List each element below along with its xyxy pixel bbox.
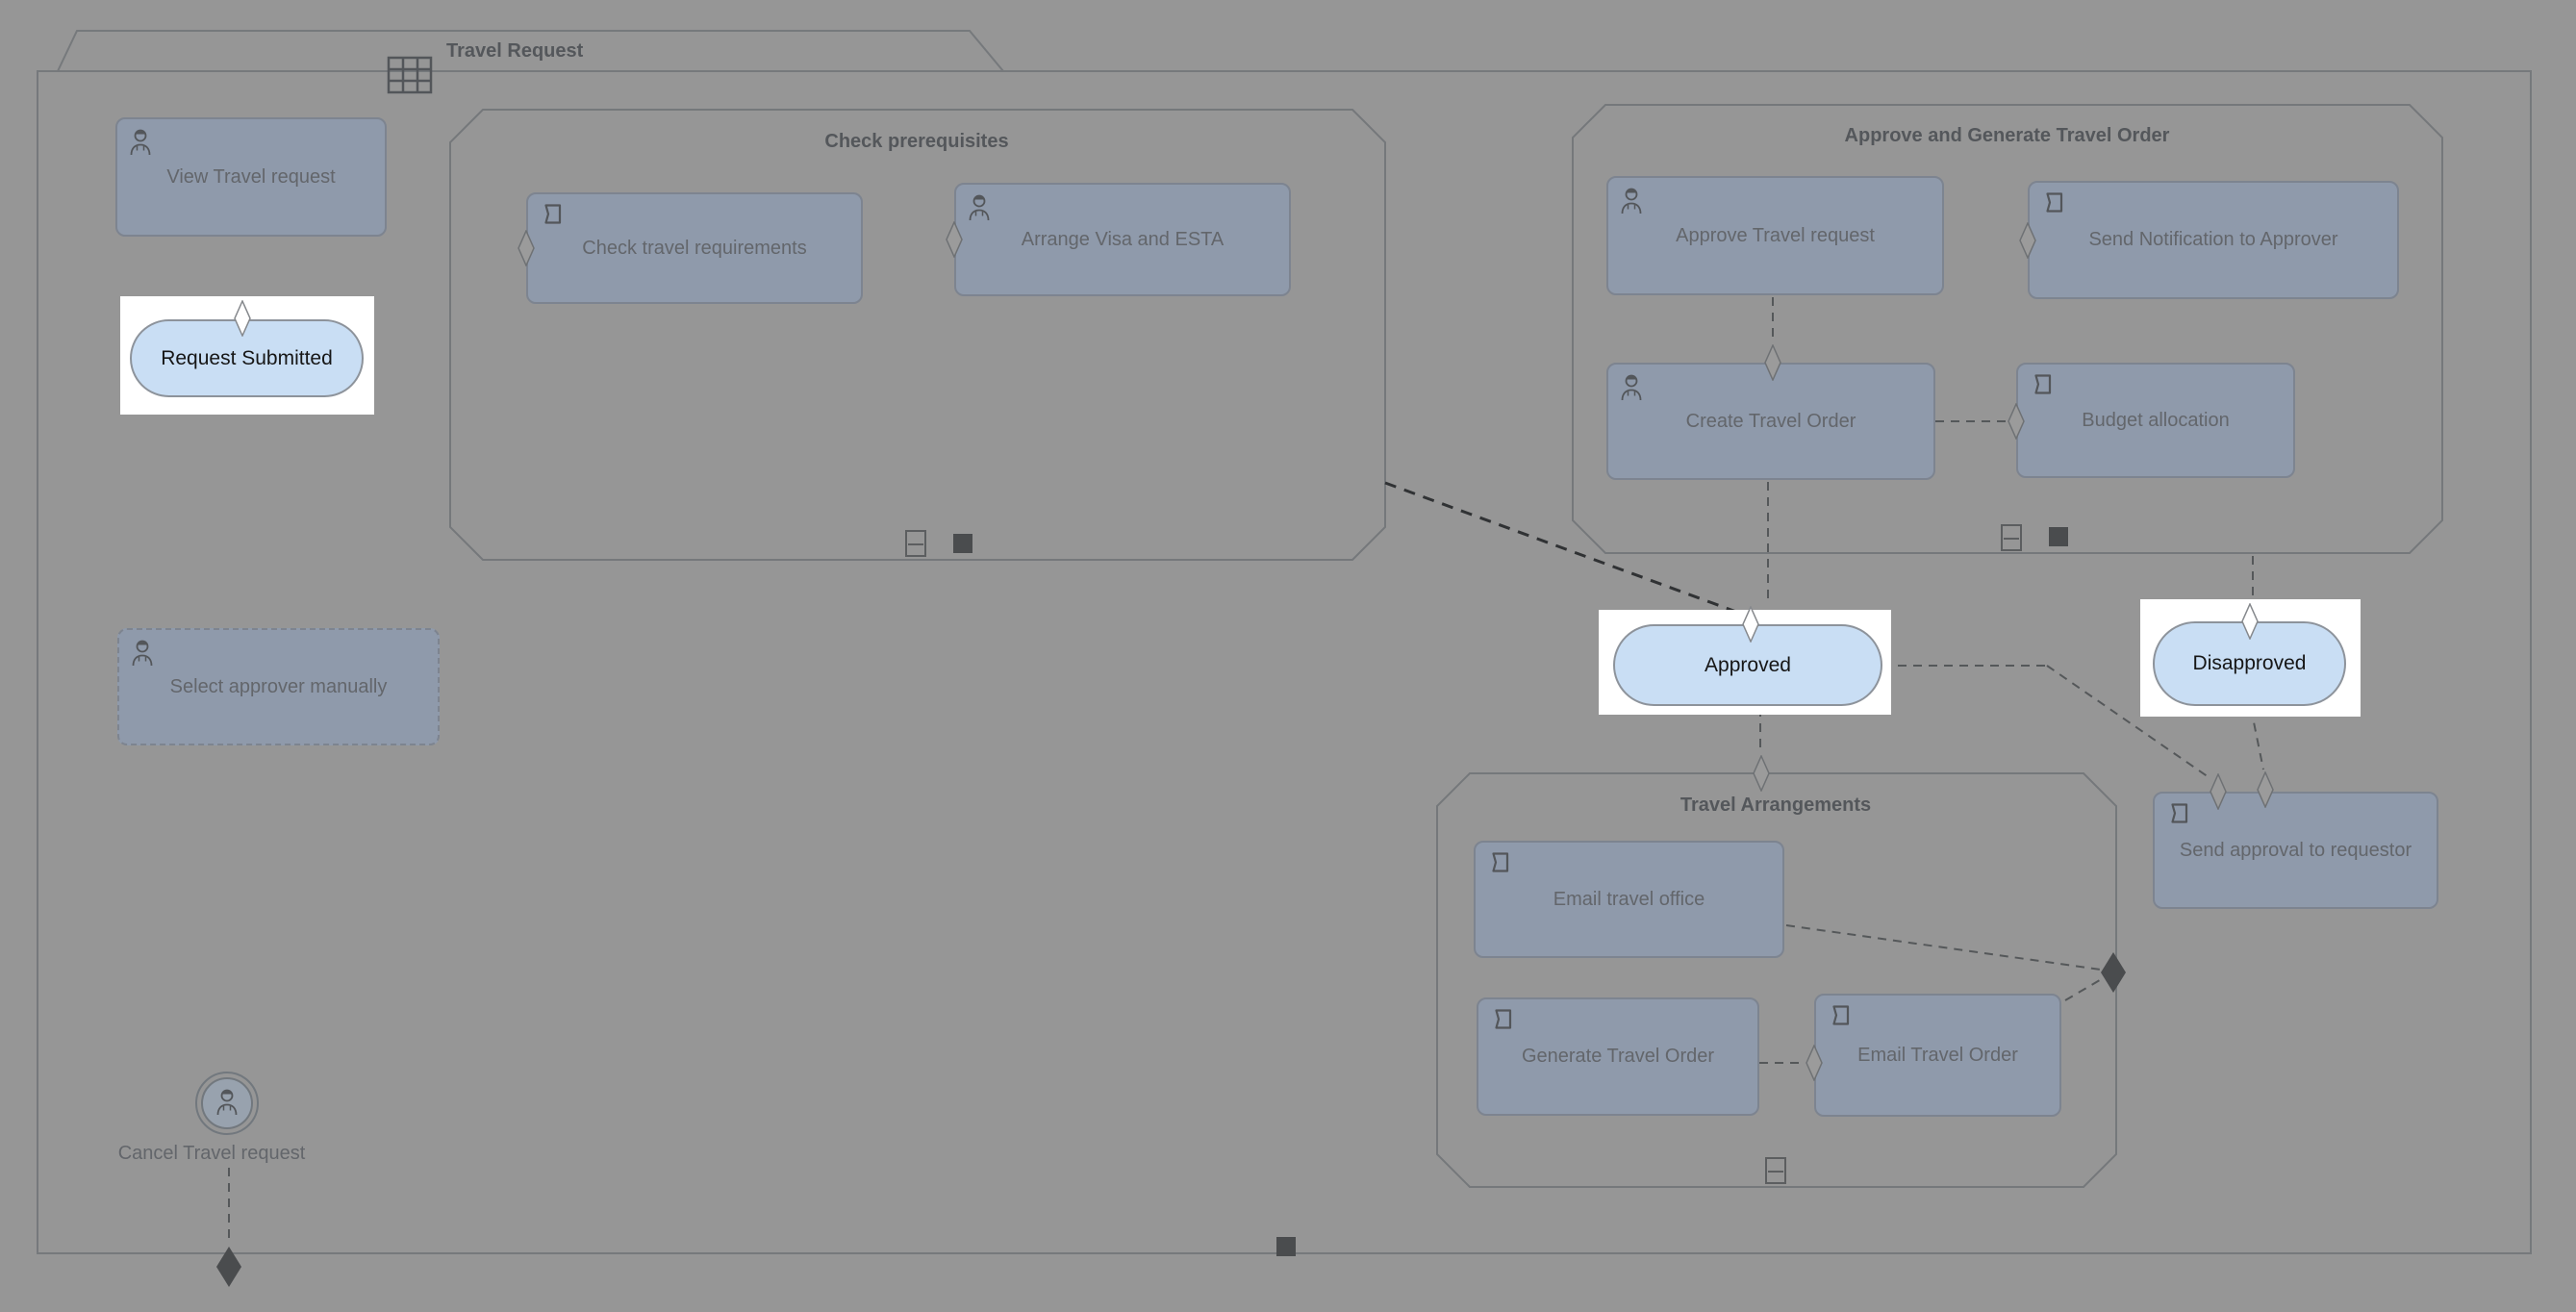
event-cancel-label: Cancel Travel request xyxy=(117,1143,306,1164)
person-icon xyxy=(128,128,153,163)
task-send-approval-to-requestor[interactable]: Send approval to requestor xyxy=(2153,792,2438,909)
task-approve-travel-request[interactable]: Approve Travel request xyxy=(1606,176,1944,295)
stage-check-prerequisites[interactable] xyxy=(449,109,1386,567)
task-label: Send Notification to Approver xyxy=(2088,229,2338,250)
stage-marker-square[interactable] xyxy=(2049,527,2068,546)
milestone-request-submitted[interactable]: Request Submitted xyxy=(130,319,364,397)
stage-marker-square[interactable] xyxy=(953,534,972,553)
case-plan-tab[interactable] xyxy=(56,30,1006,77)
task-label: Select approver manually xyxy=(169,675,388,697)
diamond-icon xyxy=(234,299,251,341)
task-view-travel-request[interactable]: View Travel request xyxy=(115,117,387,237)
task-label: Check travel requirements xyxy=(582,237,807,259)
person-icon xyxy=(1619,187,1644,221)
flag-icon xyxy=(2040,191,2064,219)
stage-approve-generate-title: Approve and Generate Travel Order xyxy=(1844,125,2170,146)
diamond-icon xyxy=(1806,1044,1823,1086)
table-grid-icon xyxy=(387,56,433,99)
diamond-icon xyxy=(2210,772,2227,815)
milestone-label: Disapproved xyxy=(2192,652,2307,674)
person-circle-icon xyxy=(215,1088,240,1122)
diamond-icon xyxy=(1753,754,1770,796)
task-label: Email travel office xyxy=(1553,888,1705,910)
task-email-travel-order[interactable]: Email Travel Order xyxy=(1814,994,2061,1117)
event-cancel-inner-circle xyxy=(201,1077,253,1129)
flag-icon xyxy=(1486,851,1510,879)
task-send-notification-to-approver[interactable]: Send Notification to Approver xyxy=(2028,181,2399,299)
filled-diamond-icon xyxy=(2101,952,2126,997)
task-email-travel-office[interactable]: Email travel office xyxy=(1474,841,1784,958)
task-arrange-visa-esta[interactable]: Arrange Visa and ESTA xyxy=(954,183,1291,296)
task-label: Approve Travel request xyxy=(1676,224,1875,246)
person-icon xyxy=(130,639,155,673)
task-create-travel-order[interactable]: Create Travel Order xyxy=(1606,363,1935,480)
stage-check-prerequisites-title: Check prerequisites xyxy=(824,131,1009,152)
diamond-icon xyxy=(1764,343,1781,386)
collapse-minus-icon[interactable] xyxy=(905,530,926,557)
diamond-icon xyxy=(946,220,963,263)
flag-icon xyxy=(539,203,563,231)
task-select-approver-manually[interactable]: Select approver manually xyxy=(117,628,440,745)
task-label: Generate Travel Order xyxy=(1521,1046,1715,1067)
task-label: Email Travel Order xyxy=(1857,1044,2018,1066)
task-label: View Travel request xyxy=(166,165,336,188)
diamond-icon xyxy=(2008,402,2025,444)
task-label: Budget allocation xyxy=(2082,409,2230,431)
diamond-icon xyxy=(2241,602,2259,644)
diagram-title: Travel Request xyxy=(446,40,584,62)
flag-icon xyxy=(1827,1004,1851,1032)
person-icon xyxy=(967,193,992,228)
task-budget-allocation[interactable]: Budget allocation xyxy=(2016,363,2295,478)
diamond-icon xyxy=(2019,221,2036,264)
task-label: Arrange Visa and ESTA xyxy=(1021,228,1225,250)
task-generate-travel-order[interactable]: Generate Travel Order xyxy=(1477,997,1759,1116)
flag-icon xyxy=(1489,1008,1513,1036)
task-label: Create Travel Order xyxy=(1685,410,1856,432)
diamond-icon xyxy=(1742,605,1759,647)
filled-diamond-icon xyxy=(216,1247,241,1292)
diamond-icon xyxy=(2257,770,2274,813)
milestone-label: Approved xyxy=(1705,653,1791,676)
flag-icon xyxy=(2165,802,2189,830)
task-label: Send approval to requestor xyxy=(2179,839,2412,861)
flag-icon xyxy=(2029,373,2053,401)
stage-travel-arrangements[interactable] xyxy=(1436,772,2117,1194)
collapse-minus-icon[interactable] xyxy=(1765,1157,1786,1184)
milestone-label: Request Submitted xyxy=(161,346,333,369)
task-check-travel-requirements[interactable]: Check travel requirements xyxy=(526,192,863,304)
stage-travel-arrangements-title: Travel Arrangements xyxy=(1679,795,1872,816)
stage-marker-square[interactable] xyxy=(1276,1237,1296,1256)
stage-approve-generate[interactable] xyxy=(1572,104,2444,560)
milestone-approved[interactable]: Approved xyxy=(1613,624,1882,706)
person-icon xyxy=(1619,373,1644,408)
collapse-minus-icon[interactable] xyxy=(2001,524,2022,551)
diamond-icon xyxy=(518,229,535,271)
event-cancel-travel-request[interactable] xyxy=(195,1072,259,1135)
